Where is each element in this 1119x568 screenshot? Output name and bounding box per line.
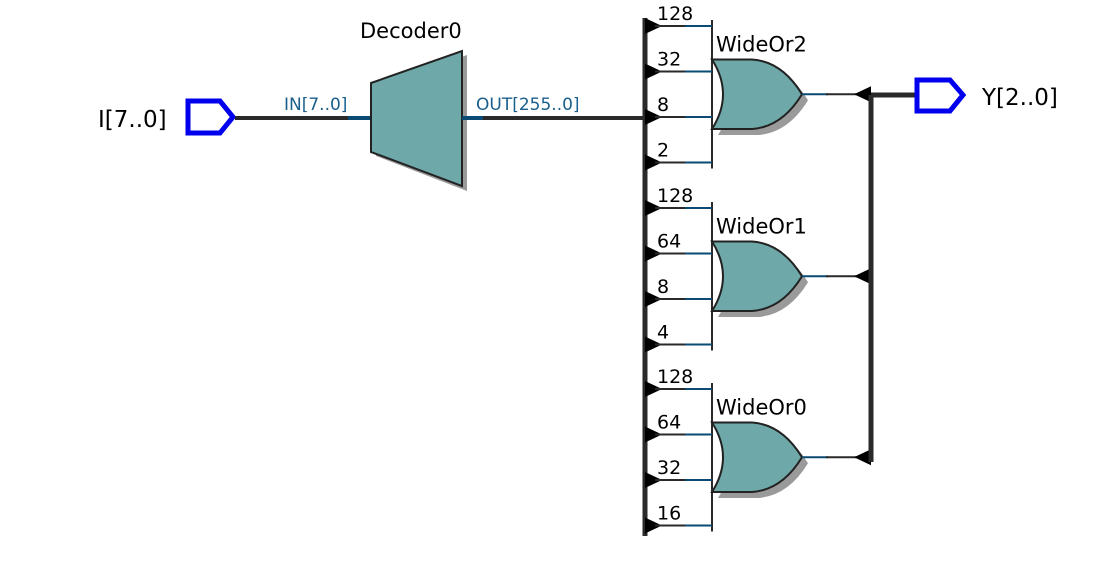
bus-tap-arrow-icon [645, 426, 662, 443]
bus-tap-arrow-icon [645, 381, 662, 397]
decoder-name: Decoder0 [360, 19, 462, 43]
output-pin[interactable]: Y[2..0] [914, 77, 1058, 114]
or-gate-body[interactable] [710, 421, 804, 493]
input-index-label: 128 [657, 366, 693, 388]
bus-tap-arrow-icon [645, 336, 662, 353]
decoder-out-port-label: OUT[255..0] [476, 95, 580, 115]
or-gate-wideor0[interactable]: 128 64 32 16 WideOr0 [645, 366, 871, 534]
or-gate-body[interactable] [710, 58, 804, 130]
decoder-body[interactable] [370, 49, 463, 188]
input-index-label: 8 [657, 94, 669, 116]
or-gate-wideor1[interactable]: 128 64 8 4 WideOr1 [645, 185, 871, 353]
input-index-label: 128 [657, 185, 693, 207]
input-pin-shape[interactable] [185, 98, 237, 136]
gate-name-label: WideOr1 [716, 215, 807, 239]
input-index-label: 4 [657, 322, 669, 344]
bus-tap-arrow-icon [645, 245, 662, 262]
output-pin-label: Y[2..0] [981, 85, 1058, 111]
gate-name-label: WideOr0 [716, 396, 807, 420]
gates-layer: 128 32 8 2 WideOr2 128 64 8 4 WideOr1 128 64 32 16 Wid… [645, 3, 871, 534]
bus-tap-arrow-icon [645, 291, 662, 307]
bus-tap-arrow-icon [645, 109, 662, 125]
gate-name-label: WideOr2 [716, 33, 807, 57]
input-index-label: 64 [657, 231, 681, 253]
output-pin-shape[interactable] [914, 77, 967, 114]
input-pin-label: I[7..0] [98, 107, 167, 133]
or-gate-body[interactable] [710, 240, 804, 312]
decoder-block[interactable]: Decoder0 IN[7..0] OUT[255..0] [284, 19, 580, 191]
input-index-label: 2 [657, 140, 669, 162]
input-index-label: 128 [657, 3, 693, 25]
bus-tap-arrow-icon [645, 18, 662, 34]
bus-tap-arrow-icon [645, 517, 662, 534]
bus-tap-arrow-icon [645, 472, 662, 488]
bus-tap-arrow-icon [645, 200, 662, 216]
input-index-label: 32 [657, 457, 681, 479]
input-index-label: 8 [657, 276, 669, 298]
output-bus-tap-arrow-icon [854, 86, 871, 103]
output-bus-tap-arrow-icon [854, 449, 871, 466]
bus-tap-arrow-icon [645, 63, 662, 80]
decoder-in-port-label: IN[7..0] [284, 95, 347, 115]
input-index-label: 32 [657, 49, 681, 71]
input-index-label: 16 [657, 503, 681, 525]
input-pin[interactable]: I[7..0] [98, 98, 237, 136]
bus-tap-arrow-icon [645, 154, 662, 171]
output-bus-tap-arrow-icon [854, 268, 871, 285]
or-gate-wideor2[interactable]: 128 32 8 2 WideOr2 [645, 3, 871, 171]
input-index-label: 64 [657, 412, 681, 434]
